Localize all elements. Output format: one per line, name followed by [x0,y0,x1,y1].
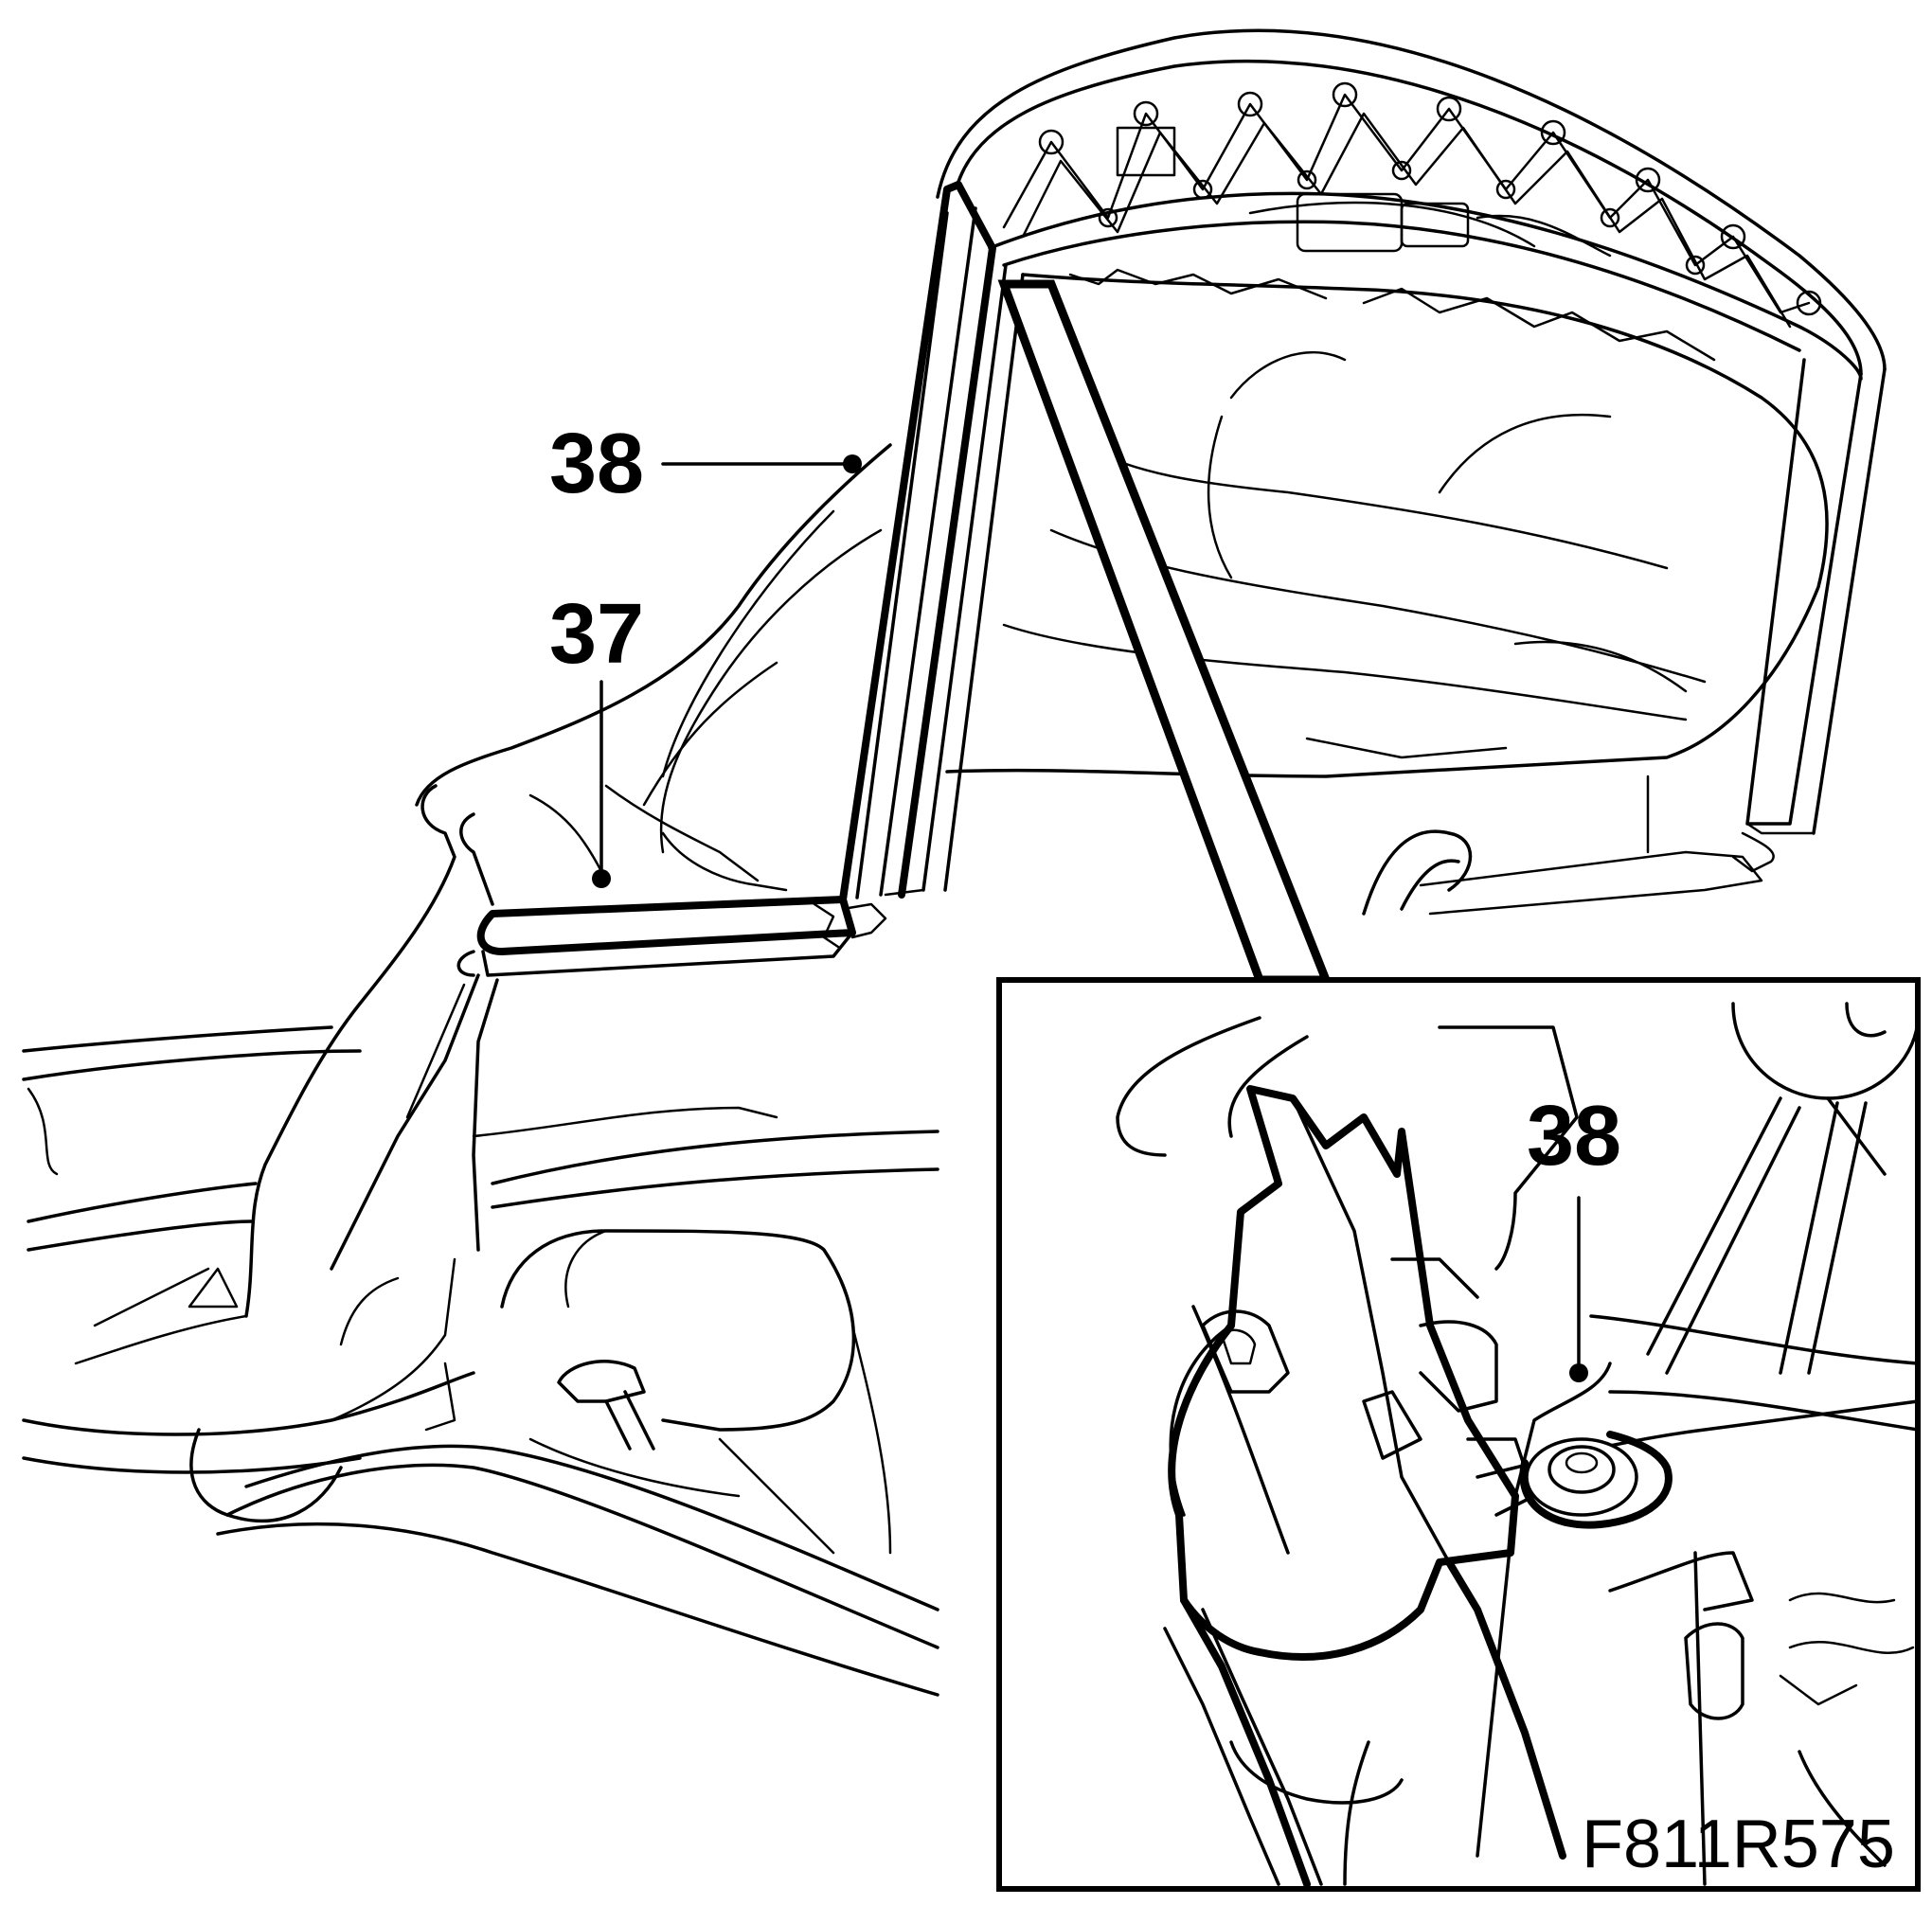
figure-id-label: F811R575 [1582,1807,1895,1882]
right-rear-pillar [1731,358,1887,873]
a-pillar-seal [839,181,1025,903]
latch-bracket [1168,1085,1519,1661]
leader-lines [592,454,862,888]
roof-frame [936,28,1887,381]
callout-dot-37 [592,869,611,888]
callout-37-label: 37 [549,587,644,682]
callout-38-label: 38 [549,417,644,511]
callout-38-detail-label: 38 [1527,1089,1621,1184]
zoom-wedge [997,279,1333,985]
car-body [22,784,939,1697]
detail-inset [996,977,1921,1892]
callout-dot-38-detail [1569,1363,1588,1382]
side-seal [456,896,887,977]
callout-dot-38 [843,454,862,473]
